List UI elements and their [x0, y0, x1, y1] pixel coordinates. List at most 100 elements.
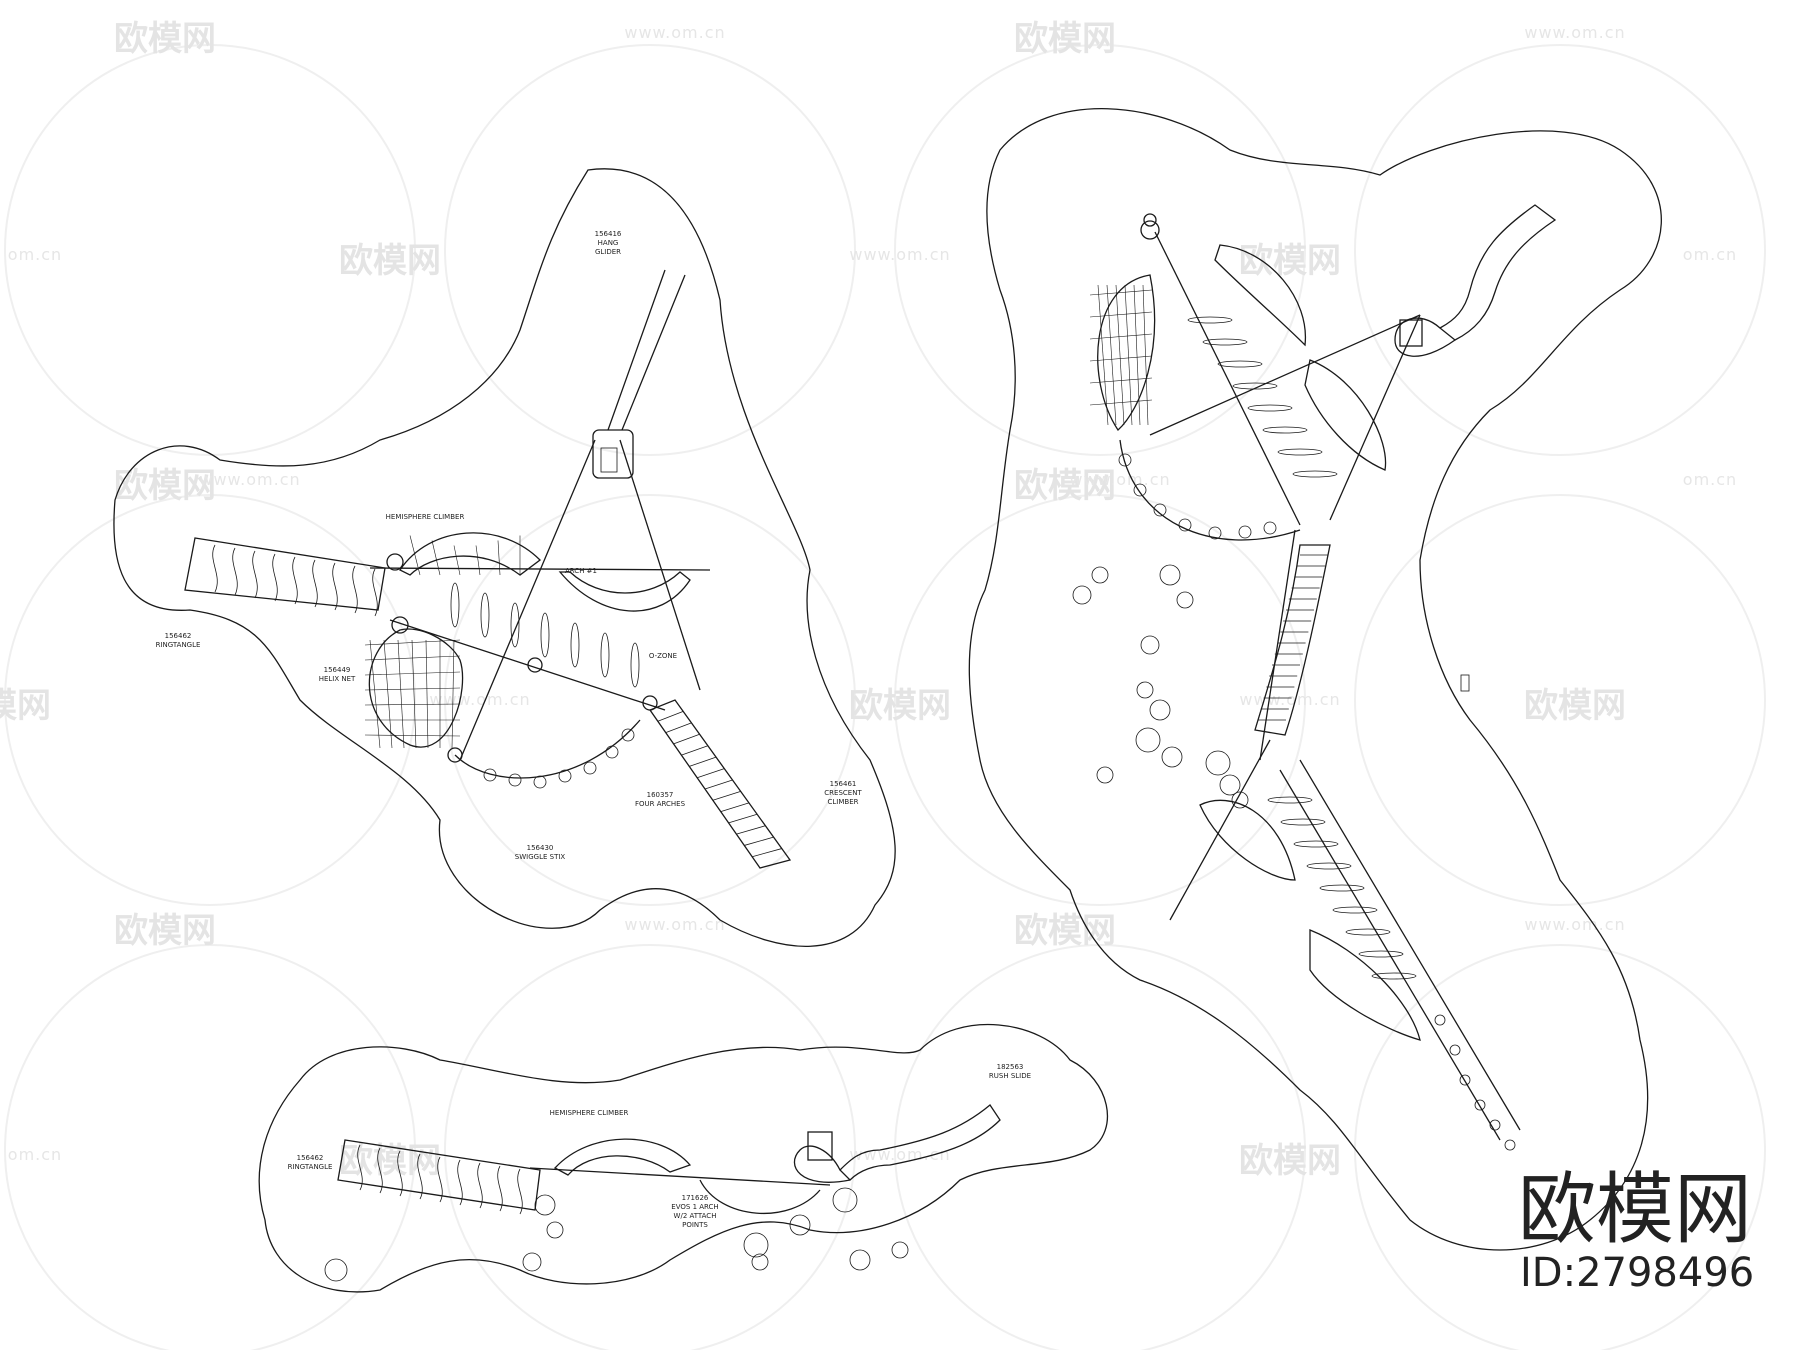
net-line: [431, 540, 441, 576]
watermark-logo: 欧模网: [114, 19, 216, 59]
arc-ring: [1153, 503, 1167, 517]
ring-tangle-rung: [352, 565, 358, 614]
ladder-rung: [1280, 818, 1326, 826]
watermark-logo: 欧模网: [1239, 241, 1341, 281]
arc-ring: [1263, 521, 1277, 535]
watermark-logo: 欧模网: [339, 1141, 441, 1181]
four-arches-rings: [483, 728, 635, 789]
label-hemisphere-climber: HEMISPHERE CLIMBER: [386, 513, 465, 521]
post: [386, 553, 404, 571]
crescent-rung: [704, 779, 733, 790]
arch-ring: [558, 769, 572, 783]
net-line: [364, 687, 461, 691]
middle-ladder-rungs: [1258, 554, 1328, 721]
crescent-rung: [665, 722, 692, 733]
net-line: [364, 639, 461, 646]
ladder-rung: [1232, 382, 1278, 390]
crescent-rung: [752, 848, 782, 858]
plan-bottom-boundary: [258, 1023, 1109, 1293]
bar-top-right: [1329, 314, 1421, 521]
bottom-label-arch-2: W/2 ATTACH: [674, 1212, 717, 1220]
freestanding-ring: [1231, 791, 1249, 809]
arch-ring: [508, 773, 522, 787]
arc-ring: [1133, 483, 1147, 497]
net-line: [397, 639, 405, 749]
label-crescent-id: 156461: [830, 780, 857, 788]
step-post: [751, 1253, 769, 1271]
post: [1140, 220, 1160, 240]
arc-rings-posts: [1118, 453, 1277, 540]
post: [391, 616, 409, 634]
watermark-logo: 欧模网: [339, 241, 441, 281]
crescent-rung: [728, 813, 758, 824]
bottom-label-arch-1: EVOS 1 ARCH: [671, 1203, 718, 1211]
step-post: [789, 1214, 811, 1236]
plan-bottom: HEMISPHERE CLIMBER 182563 RUSH SLIDE 156…: [258, 1023, 1109, 1293]
net-line: [1133, 284, 1141, 426]
watermark-logo: 欧模网: [0, 686, 51, 726]
watermark-url: om.cn: [8, 1145, 62, 1164]
bottom-label-hemisphere: HEMISPHERE CLIMBER: [550, 1109, 629, 1117]
freestanding-ring: [1136, 681, 1154, 699]
ladder-rung: [1202, 338, 1248, 346]
net-line: [453, 545, 461, 576]
watermark-url: www.om.cn: [429, 690, 530, 709]
net-line: [425, 639, 429, 749]
hemisphere-climber-left: [399, 532, 541, 576]
ring-tangle-rung: [497, 1165, 503, 1212]
arc-rings: [1119, 439, 1301, 541]
ring-tangle-rungs: [212, 544, 378, 617]
middle-ladder: [1254, 544, 1331, 736]
ladder-rung: [1358, 950, 1404, 958]
crescent-rung: [736, 825, 766, 835]
net-top-left: [1097, 274, 1156, 431]
net-line: [364, 734, 461, 737]
ladder-rung: [1332, 906, 1378, 914]
watermark-circle: [1354, 944, 1766, 1354]
freestanding-ring: [1161, 746, 1183, 768]
swiggle-stick: [540, 612, 550, 658]
watermark-url: om.cn: [1683, 470, 1737, 489]
arch-climber: [558, 571, 691, 612]
swiggle-stick: [450, 582, 460, 628]
net-line: [364, 703, 461, 706]
hang-glider-rail-1: [607, 269, 666, 431]
ring-tangle-rung: [477, 1162, 483, 1209]
ring-tangle-rung: [357, 1144, 363, 1191]
label-ozone: O-ZONE: [649, 652, 677, 660]
net-line: [409, 535, 421, 576]
watermark-url: www.om.cn: [624, 915, 725, 934]
step-post: [1504, 1139, 1516, 1151]
ladder-rung: [1247, 404, 1293, 412]
net-line: [411, 639, 417, 749]
plan-left: 156416 HANG GLIDER HEMISPHERE CLIMBER AR…: [113, 168, 896, 948]
bar-horizontal: [369, 567, 711, 571]
watermark-logo: 欧模网: [1014, 466, 1116, 506]
watermark-layer: 欧模网欧模网欧模网欧模网欧模网欧模网欧模网欧模网欧模网欧模网欧模网欧模网欧模网w…: [0, 19, 1766, 1354]
net-line: [1089, 399, 1153, 406]
net-top-left-grid: [1089, 284, 1153, 426]
watermark-url: www.om.cn: [624, 23, 725, 42]
ladder-rung: [1277, 448, 1323, 456]
swiggle-stick: [630, 642, 640, 688]
freestanding-ring: [1219, 774, 1241, 796]
ladder-rung: [1267, 796, 1313, 804]
watermark-circle: [444, 44, 856, 456]
slide-ladder-grip: [1399, 319, 1423, 347]
step-post: [534, 1194, 556, 1216]
arch-ring: [483, 768, 497, 782]
helix-net-grid: [364, 639, 461, 749]
label-swiggle-id: 156430: [527, 844, 554, 852]
crescent-rung: [744, 836, 774, 846]
ring-tangle-rung: [437, 1156, 443, 1203]
ring-tangle-rung: [397, 1150, 403, 1197]
center-bar-2: [619, 439, 701, 691]
net-line: [1106, 284, 1117, 426]
freestanding-ring: [1176, 591, 1194, 609]
bottom-stepping-posts: [324, 1187, 909, 1282]
bottom-hemisphere-climber: [553, 1138, 692, 1176]
post: [1143, 213, 1157, 227]
stepping-posts: [1434, 1014, 1516, 1151]
